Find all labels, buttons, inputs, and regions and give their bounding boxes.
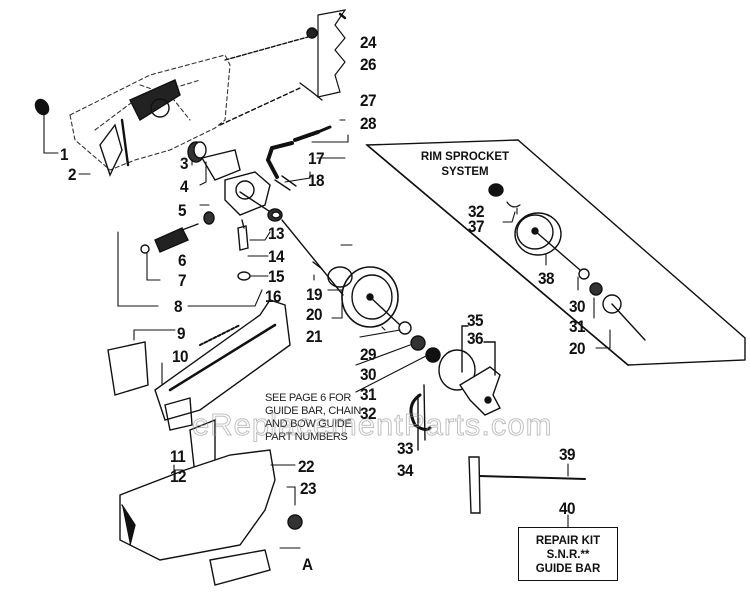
tube-17 <box>265 141 294 179</box>
callout-21: 21 <box>306 327 323 346</box>
callout-22: 22 <box>298 457 315 476</box>
callout-13: 13 <box>268 224 285 243</box>
callout-9: 9 <box>177 324 186 343</box>
guide-bar-10 <box>154 299 291 421</box>
note-line-2: GUIDE BAR, CHAIN <box>265 405 362 417</box>
callout-4: 4 <box>180 177 189 196</box>
watermark: eReplacementParts.com <box>191 407 553 443</box>
rim-callout-30: 30 <box>569 297 586 316</box>
callout-1: 1 <box>60 145 69 164</box>
callout-19: 19 <box>306 285 323 304</box>
callout-26: 26 <box>360 55 377 74</box>
rim-drum-38 <box>514 212 562 256</box>
repair-kit-line-2: S.N.R.** <box>546 549 590 561</box>
note-line-3: AND BOW GUIDE <box>265 418 352 430</box>
callout-7: 7 <box>178 271 187 290</box>
callout-10: 10 <box>172 347 189 366</box>
rim-callout-32: 32 <box>468 202 485 221</box>
callout-14: 14 <box>268 247 285 266</box>
callout-35: 35 <box>467 311 484 330</box>
inset-title-line-1: RIM SPROCKET <box>420 151 510 163</box>
callout-31: 31 <box>360 385 377 404</box>
note-line-4: PART NUMBERS <box>265 431 348 443</box>
callout-28: 28 <box>360 114 377 133</box>
callout-a: A <box>302 555 313 574</box>
callout-33: 33 <box>397 439 414 458</box>
callout-5: 5 <box>178 201 187 220</box>
callout-39: 39 <box>559 445 576 464</box>
callout-23: 23 <box>300 479 317 498</box>
callout-20: 20 <box>306 305 323 324</box>
callout-3: 3 <box>180 154 189 173</box>
cover-22 <box>119 449 276 561</box>
callout-34: 34 <box>397 461 414 480</box>
inset-title-line-2: SYSTEM <box>441 166 489 178</box>
callout-16: 16 <box>265 287 282 306</box>
callout-36: 36 <box>467 329 484 348</box>
callout-24: 24 <box>360 33 377 52</box>
callout-15: 15 <box>268 267 285 286</box>
rim-callout-20: 20 <box>569 339 586 358</box>
note-line-1: SEE PAGE 6 FOR <box>265 392 352 404</box>
repair-kit-line-3: GUIDE BAR <box>535 563 601 575</box>
engine-front <box>99 79 181 177</box>
callout-17: 17 <box>308 149 325 168</box>
plate-26 <box>317 9 347 98</box>
callout-8: 8 <box>174 297 183 316</box>
inset-title: RIM SPROCKET SYSTEM <box>405 150 525 180</box>
repair-kit-line-1: REPAIR KIT <box>535 535 601 547</box>
callout-29: 29 <box>360 345 377 364</box>
callout-30: 30 <box>360 365 377 384</box>
callout-6: 6 <box>178 251 187 270</box>
rim-callout-37: 37 <box>468 217 485 236</box>
callout-2: 2 <box>68 165 77 184</box>
callout-12: 12 <box>170 467 187 486</box>
rim-callout-31: 31 <box>569 317 586 336</box>
callout-40: 40 <box>559 499 576 518</box>
callout-27: 27 <box>360 91 377 110</box>
callout-32: 32 <box>360 404 377 423</box>
callout-18: 18 <box>308 171 325 190</box>
callout-11: 11 <box>170 447 186 466</box>
repair-kit-box: REPAIR KIT S.N.R.** GUIDE BAR <box>518 527 618 581</box>
see-page-note: SEE PAGE 6 FOR GUIDE BAR, CHAIN AND BOW … <box>265 392 361 444</box>
rim-callout-38: 38 <box>538 269 555 288</box>
piston-6 <box>154 227 189 253</box>
